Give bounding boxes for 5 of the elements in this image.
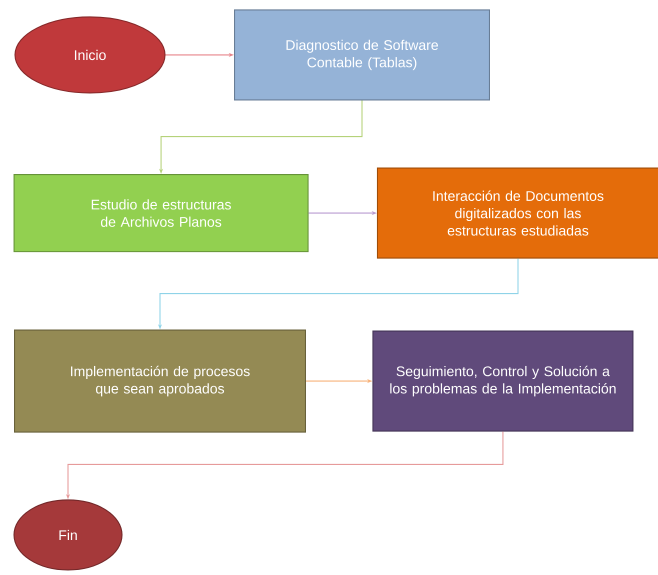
process-box: Seguimiento, Control y Solución a los problemas de la Implementación	[372, 330, 634, 432]
process-box: Interacción de Documentos digitalizados con las estructuras estudiadas	[376, 168, 658, 259]
process-box: Estudio de estructuras de Archivos Planos	[14, 174, 309, 252]
process-box: Diagnostico de Software Contable (Tablas)	[234, 9, 490, 100]
process-box: Implementación de procesos que sean aprobados	[14, 330, 306, 433]
